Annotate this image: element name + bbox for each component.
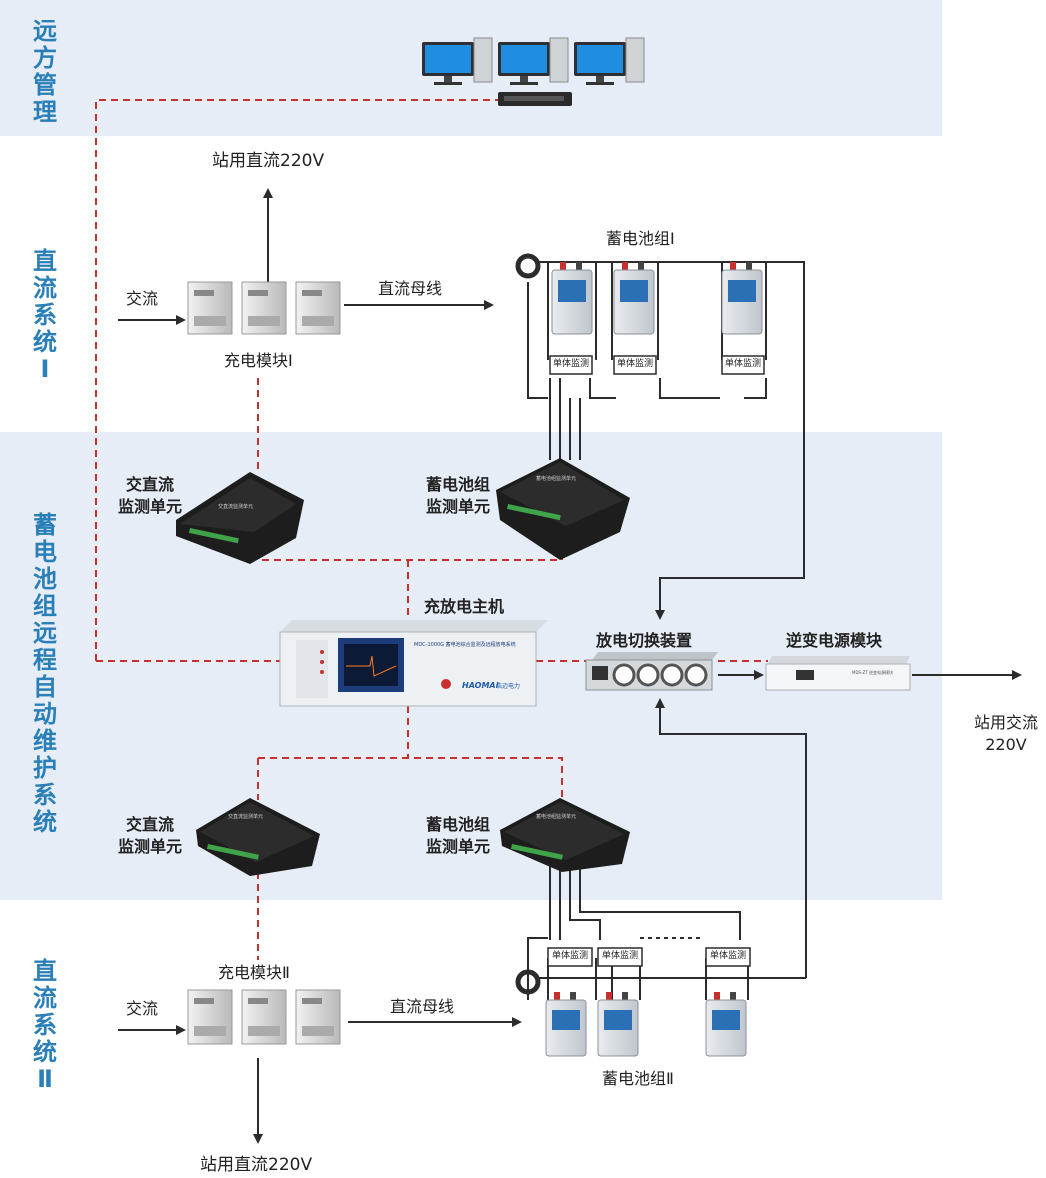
inverter-icon — [765, 656, 911, 691]
label-acdc-monitor-top: 交直流 监测单元 — [117, 475, 182, 516]
label-charger-2: 充电模块Ⅱ — [218, 963, 290, 982]
label-battery-group-2: 蓄电池组Ⅱ — [602, 1069, 674, 1088]
label-acdc-monitor-bottom: 交直流 监测单元 — [117, 815, 182, 856]
monitor-panel-text-2: 交直流监测单元 — [228, 813, 263, 820]
inverter-panel-text: MDS-ZT 逆变电源模块 — [852, 669, 893, 675]
host-brand-cn: 浩迈电力 — [496, 682, 520, 690]
cell-monitor-1: 单体监测 — [553, 359, 590, 369]
label-batt-monitor-top: 蓄电池组 监测单元 — [425, 475, 490, 516]
cell-monitor-boxes — [547, 355, 765, 967]
host-title: MDC-1000G 蓄电池综合监测及远程放电系统 — [414, 641, 516, 648]
charger-module-icon — [187, 281, 341, 335]
monitor-panel-text: 交直流监测单元 — [218, 503, 253, 510]
cell-monitor-3: 单体监测 — [725, 359, 762, 369]
section-remote: 远方管理 — [33, 17, 57, 126]
label-dc220-bottom: 站用直流220V — [200, 1155, 313, 1175]
section-maintenance: 蓄电池组远程自动维护系统 — [33, 511, 57, 836]
label-ac-in-2: 交流 — [126, 999, 159, 1018]
section-dc1: 直流 系统 Ⅰ — [33, 247, 57, 383]
label-batt-monitor-bottom: 蓄电池组 监测单元 — [425, 815, 490, 856]
label-charger-1: 充电模块Ⅰ — [224, 351, 293, 370]
host-rack-icon — [279, 620, 548, 707]
label-dc220-top: 站用直流220V — [212, 151, 325, 171]
switch-device-icon — [585, 652, 718, 691]
label-dc-bus-1: 直流母线 — [378, 279, 443, 298]
label-host: 充放电主机 — [424, 597, 505, 616]
batt-panel-text: 蓄电池组监测单元 — [536, 475, 576, 482]
battery-icon — [545, 992, 747, 1057]
section-dc2: 直流 系统 Ⅱ — [33, 957, 57, 1093]
network-switch-icon — [498, 92, 572, 106]
label-battery-group-1: 蓄电池组Ⅰ — [606, 229, 675, 248]
cell-monitor-2: 单体监测 — [617, 359, 654, 369]
computer-icon — [422, 37, 645, 85]
omitted-cell-links — [640, 261, 718, 979]
cell-monitor-4: 单体监测 — [552, 951, 589, 961]
label-dc-bus-2: 直流母线 — [390, 997, 455, 1016]
label-ac220-out: 站用交流 220V — [973, 713, 1038, 754]
label-ac-in-1: 交流 — [126, 289, 159, 308]
charger-module-icon — [187, 989, 341, 1045]
current-sensor-icon — [515, 253, 541, 995]
cell-monitor-5: 单体监测 — [602, 951, 639, 961]
host-brand: HAOMAi — [462, 681, 499, 690]
label-inverter: 逆变电源模块 — [786, 631, 883, 650]
comm-lines — [95, 99, 768, 960]
battery-icon — [551, 262, 763, 335]
monitor-unit-icon — [176, 458, 630, 876]
batt-panel-text-2: 蓄电池组监测单元 — [536, 813, 576, 820]
cell-monitor-6: 单体监测 — [710, 951, 747, 961]
label-switch-device: 放电切换装置 — [596, 631, 693, 650]
